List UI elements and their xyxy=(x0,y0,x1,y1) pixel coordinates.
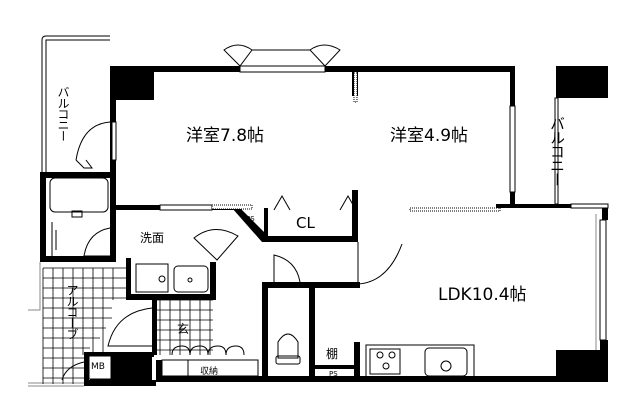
meter-box-label: MB xyxy=(91,362,105,372)
storage-label: 収納 xyxy=(200,367,219,377)
alcove-label: アルコーブ xyxy=(65,284,79,339)
room-label-ldk: LDK10.4帖 xyxy=(438,285,527,305)
shelf-label: 棚 xyxy=(326,347,339,361)
room-label-western-1: 洋室7.8帖 xyxy=(186,126,265,146)
washroom-fixtures xyxy=(135,263,209,293)
closet-label: CL xyxy=(296,214,315,232)
entrance-label: 玄 xyxy=(177,322,190,336)
top-window-swings xyxy=(223,44,341,67)
walls xyxy=(40,66,608,386)
shoe-cabinet xyxy=(161,345,259,377)
room-label-western-2: 洋室4.9帖 xyxy=(390,126,469,146)
bathtub-icon xyxy=(49,177,109,256)
kitchen-counter xyxy=(365,344,475,378)
meter-box xyxy=(88,355,112,380)
alcove-tiles xyxy=(42,267,126,384)
ps-label-1: PS xyxy=(246,215,255,223)
alcove-outline xyxy=(28,262,84,387)
balcony-left-outline xyxy=(41,35,110,172)
washroom-label: 洗面 xyxy=(140,231,165,245)
windows xyxy=(111,65,609,341)
doors xyxy=(61,121,403,381)
balcony-right-label: バルコニー xyxy=(548,116,566,186)
ps-label-2: PS xyxy=(329,370,338,378)
balcony-left-label: バルコニー xyxy=(56,86,70,141)
sliding-doors xyxy=(211,71,501,212)
toilet-icon xyxy=(275,333,301,365)
